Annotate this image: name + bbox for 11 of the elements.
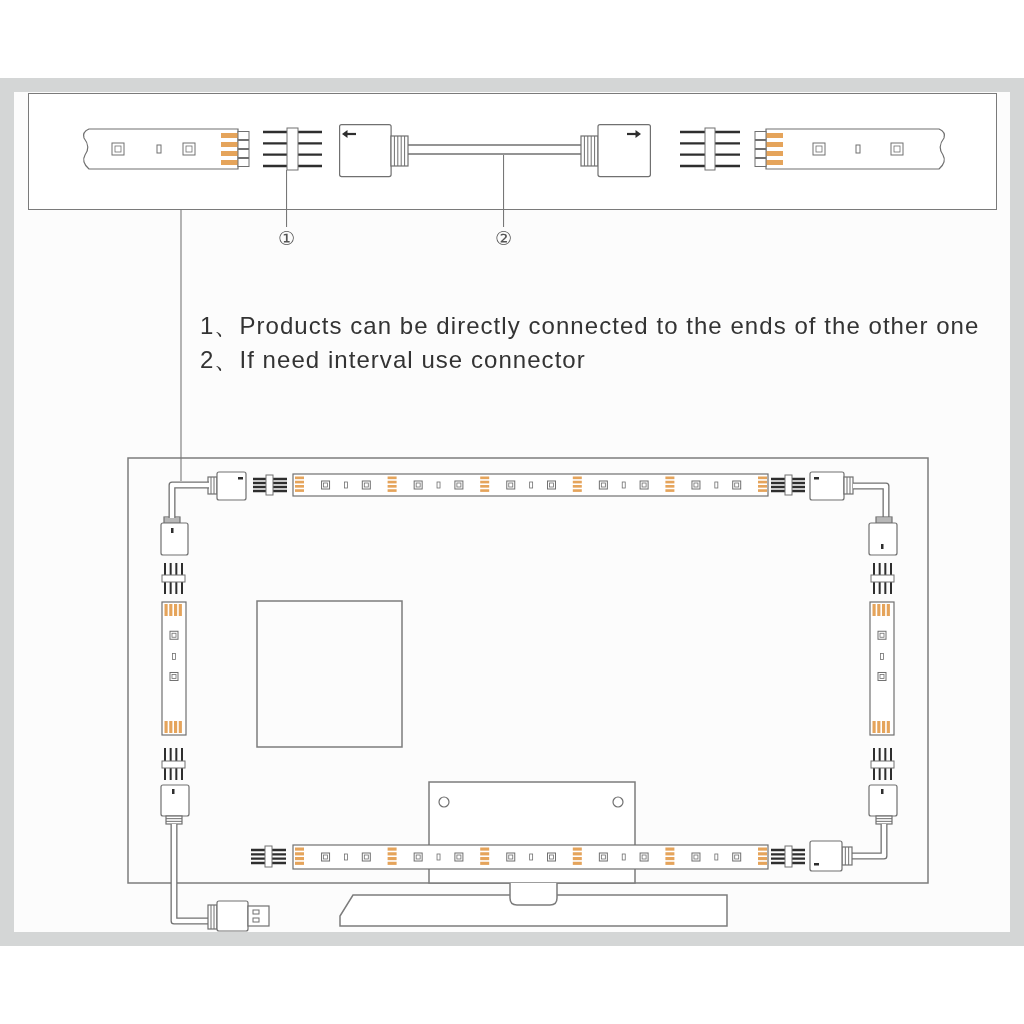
cable [408,144,581,155]
detail-panel [28,93,997,210]
note-text: 1、Products can be directly connected to the ends of the other one [200,312,980,340]
pin-header [263,128,322,170]
leader-line [180,209,182,482]
cable [168,481,209,518]
note-text: 2、If need interval use connector [200,346,586,374]
callout-number: ② [495,227,513,249]
leader-line [502,154,505,228]
leader-line [285,169,288,228]
callout-number: ① [278,227,296,249]
